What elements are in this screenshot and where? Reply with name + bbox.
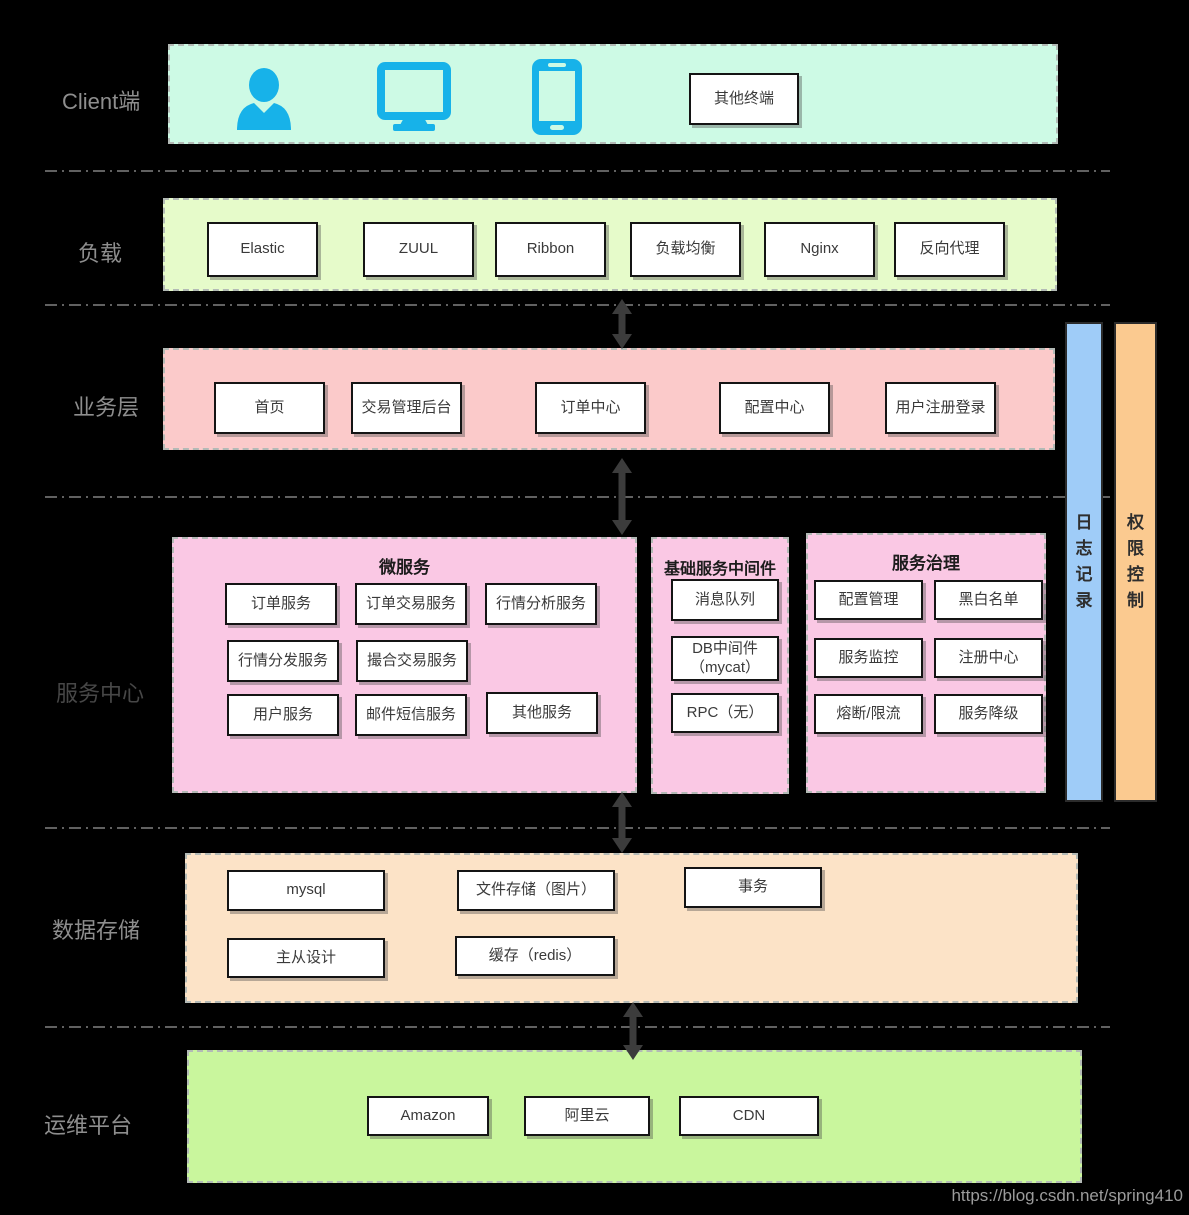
middleware-panel: 基础服务中间件 消息队列 DB中间件 （mycat） RPC（无） — [651, 537, 789, 794]
layer-label-ops: 运维平台 — [44, 1113, 133, 1138]
node-registry-center: 注册中心 — [934, 638, 1043, 678]
microservices-panel: 微服务 订单服务 订单交易服务 行情分析服务 行情分发服务 撮合交易服务 用户服… — [172, 537, 637, 793]
node-order-center: 订单中心 — [535, 382, 646, 434]
node-trade-admin: 交易管理后台 — [351, 382, 462, 434]
node-message-queue: 消息队列 — [671, 579, 779, 621]
watermark-url: https://blog.csdn.net/spring410 — [951, 1186, 1183, 1205]
permission-control-bar: 权限控制 — [1114, 322, 1157, 802]
node-mail-sms-service: 邮件短信服务 — [355, 694, 467, 736]
node-db-middleware: DB中间件 （mycat） — [671, 636, 779, 681]
load-band: Elastic ZUUL Ribbon 负载均衡 Nginx 反向代理 — [163, 198, 1057, 291]
mobile-phone-icon — [530, 58, 584, 136]
ops-band: Amazon 阿里云 CDN — [187, 1050, 1082, 1183]
desktop-icon — [377, 62, 451, 132]
node-service-degrade: 服务降级 — [934, 694, 1043, 734]
node-file-storage: 文件存储（图片） — [457, 870, 615, 911]
permission-control-label: 权限控制 — [1127, 513, 1144, 610]
layer-label-business: 业务层 — [73, 395, 140, 420]
node-market-analysis-service: 行情分析服务 — [485, 583, 597, 625]
node-elastic: Elastic — [207, 222, 318, 277]
separator-line — [45, 170, 1110, 172]
separator-line — [45, 827, 1110, 829]
node-order-trade-service: 订单交易服务 — [355, 583, 467, 625]
separator-line — [45, 496, 1110, 498]
middleware-title: 基础服务中间件 — [663, 561, 776, 578]
node-config-center: 配置中心 — [719, 382, 830, 434]
node-transaction: 事务 — [684, 867, 822, 908]
node-market-distribute-service: 行情分发服务 — [227, 640, 339, 682]
separator-line — [45, 304, 1110, 306]
governance-title: 服务治理 — [892, 554, 960, 573]
node-load-balance: 负载均衡 — [630, 222, 741, 277]
up-down-arrow — [610, 792, 634, 853]
node-blackwhite-list: 黑白名单 — [934, 580, 1043, 620]
up-down-arrow — [621, 1002, 645, 1060]
layer-label-storage: 数据存储 — [52, 918, 141, 943]
node-service-monitor: 服务监控 — [814, 638, 923, 678]
up-down-arrow — [610, 299, 634, 349]
client-band: 其他终端 — [168, 44, 1058, 144]
node-aliyun: 阿里云 — [524, 1096, 650, 1136]
node-other-terminal: 其他终端 — [689, 73, 799, 125]
log-record-bar: 日志记录 — [1065, 322, 1103, 802]
node-circuit-break-limit: 熔断/限流 — [814, 694, 923, 734]
up-down-arrow — [610, 458, 634, 535]
node-ribbon: Ribbon — [495, 222, 606, 277]
node-other-service: 其他服务 — [486, 692, 598, 734]
node-user-service: 用户服务 — [227, 694, 339, 736]
layer-label-client: Client端 — [62, 89, 141, 114]
separator-line — [45, 1026, 1110, 1028]
node-cdn: CDN — [679, 1096, 819, 1136]
node-amazon: Amazon — [367, 1096, 489, 1136]
node-reverse-proxy: 反向代理 — [894, 222, 1005, 277]
node-nginx: Nginx — [764, 222, 875, 277]
node-master-slave: 主从设计 — [227, 938, 385, 978]
microservices-title: 微服务 — [379, 558, 430, 577]
layer-label-service: 服务中心 — [56, 681, 145, 706]
node-rpc: RPC（无） — [671, 693, 779, 733]
node-home: 首页 — [214, 382, 325, 434]
node-order-service: 订单服务 — [225, 583, 337, 625]
node-mysql: mysql — [227, 870, 385, 911]
governance-panel: 服务治理 配置管理 黑白名单 服务监控 注册中心 熔断/限流 服务降级 — [806, 533, 1046, 793]
log-record-label: 日志记录 — [1075, 513, 1093, 610]
business-band: 首页 交易管理后台 订单中心 配置中心 用户注册登录 — [163, 348, 1055, 450]
node-redis-cache: 缓存（redis） — [455, 936, 615, 976]
node-config-mgmt: 配置管理 — [814, 580, 923, 620]
node-user-register-login: 用户注册登录 — [885, 382, 996, 434]
layer-label-load: 负载 — [78, 241, 123, 266]
node-zuul: ZUUL — [363, 222, 474, 277]
node-matching-trade-service: 撮合交易服务 — [356, 640, 468, 682]
storage-band: mysql 文件存储（图片） 事务 主从设计 缓存（redis） — [185, 853, 1078, 1003]
user-icon — [234, 66, 294, 132]
